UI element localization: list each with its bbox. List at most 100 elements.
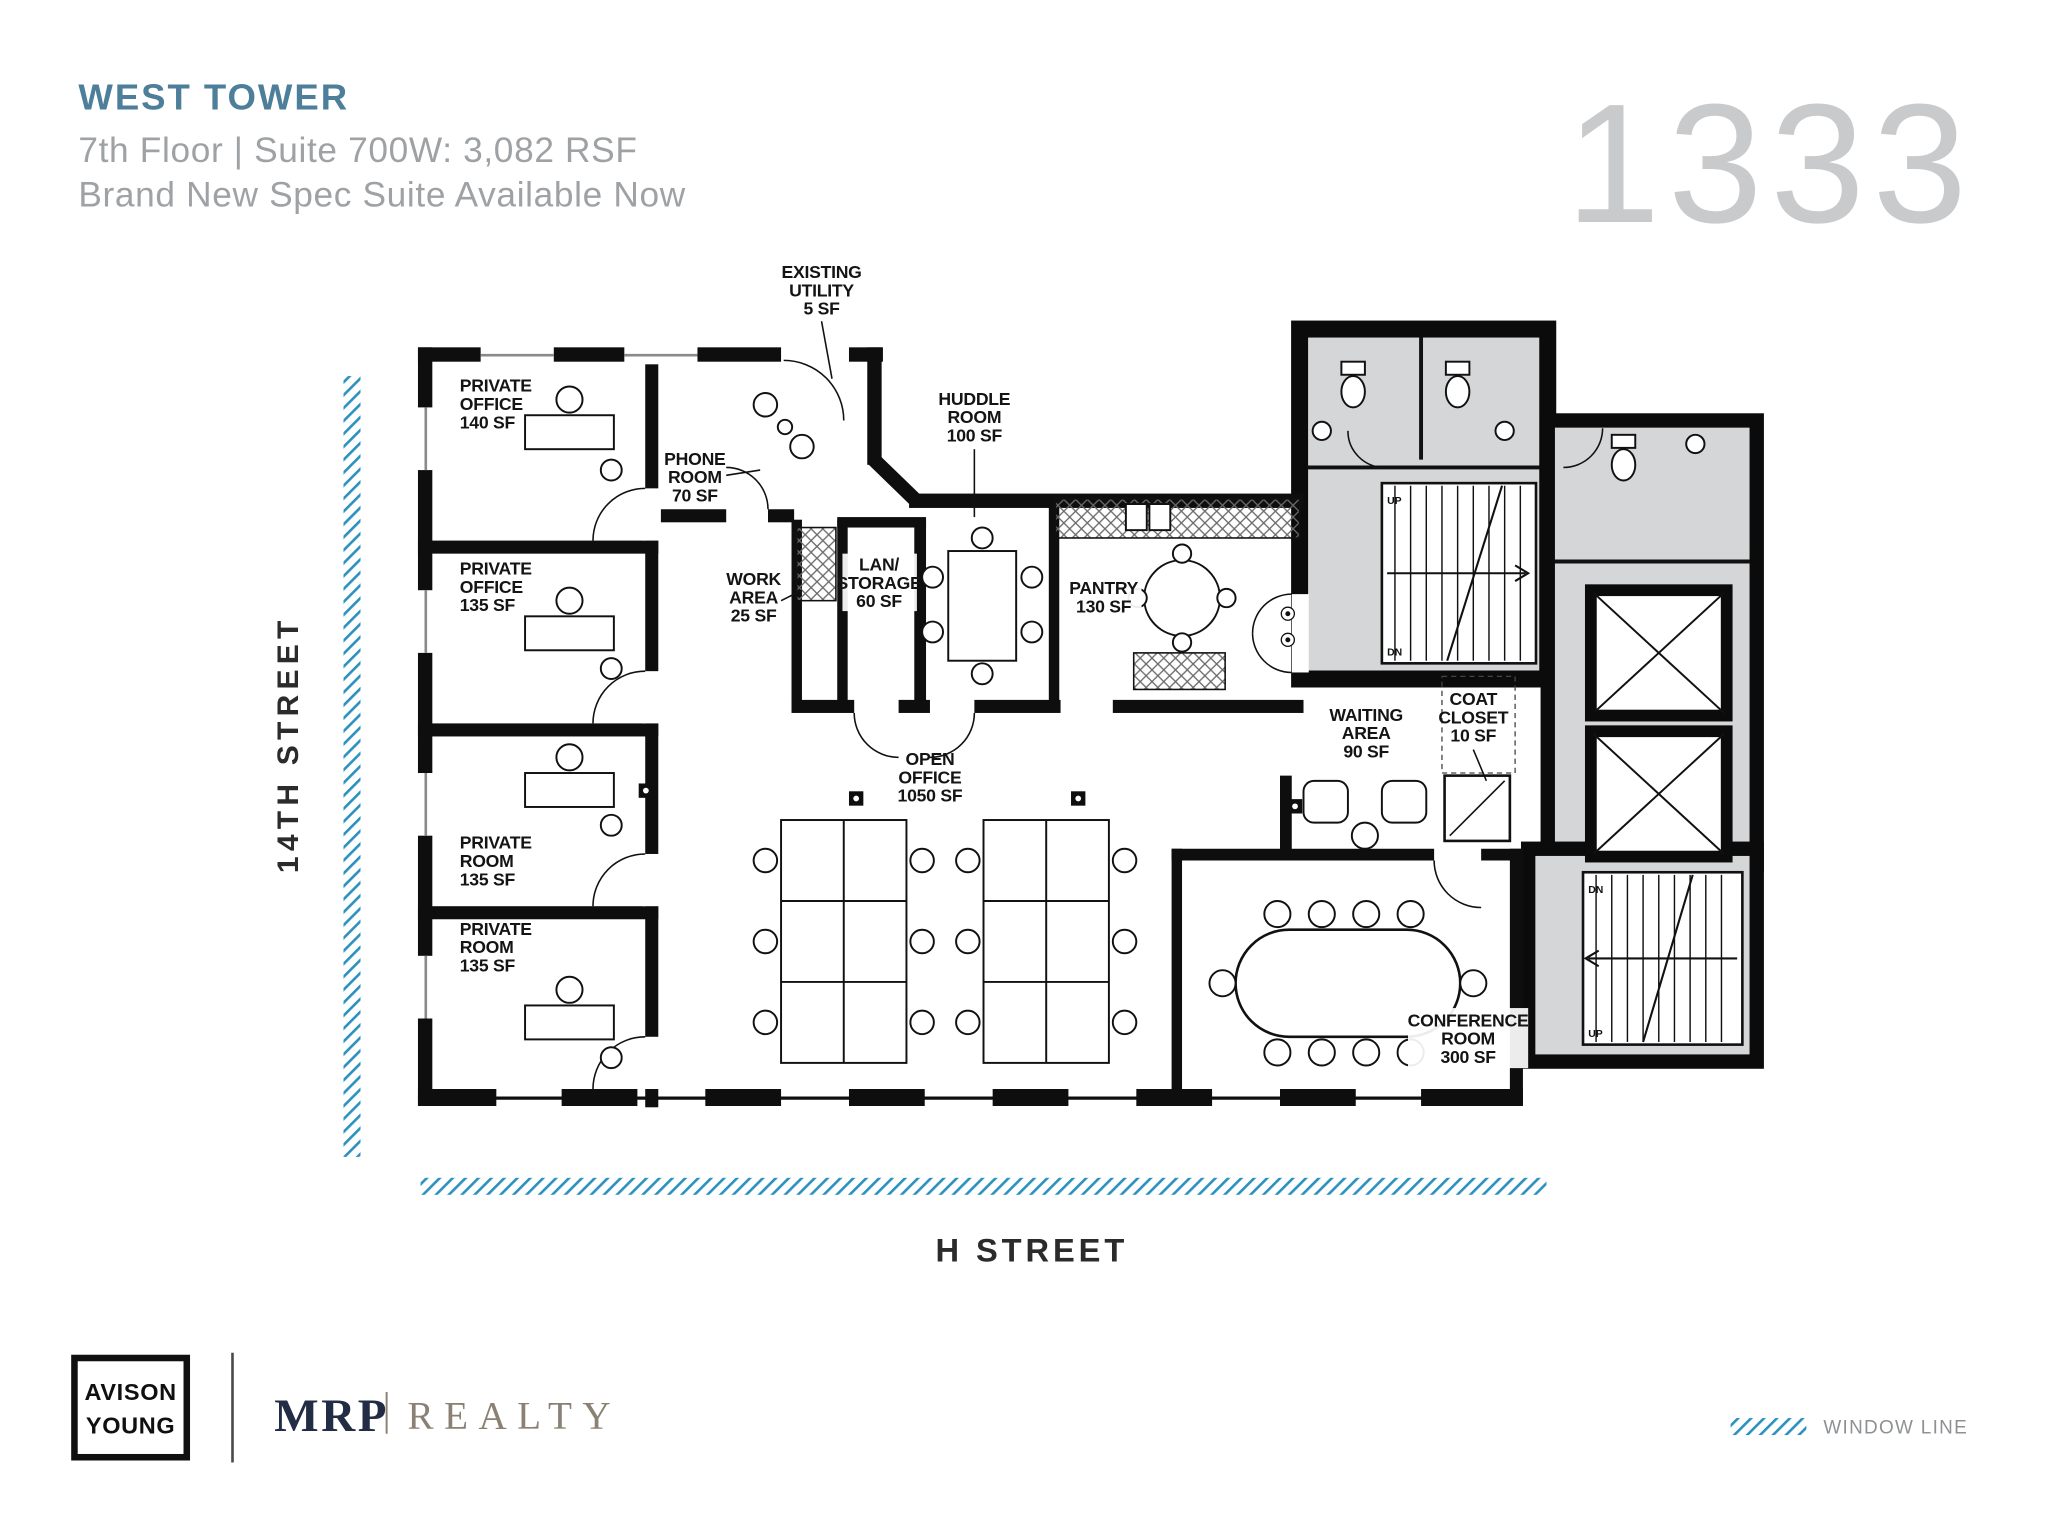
- svg-text:ROOM: ROOM: [947, 407, 1001, 427]
- svg-text:70 SF: 70 SF: [672, 485, 718, 505]
- label-conference-room: CONFERENCE ROOM 300 SF: [1408, 1010, 1530, 1067]
- wall-openings: [415, 344, 1482, 1090]
- window-lines: [343, 376, 1547, 1195]
- mrp-realty-logo: MRP REALTY: [274, 1390, 622, 1442]
- svg-text:10 SF: 10 SF: [1450, 726, 1496, 746]
- svg-text:OFFICE: OFFICE: [460, 577, 524, 597]
- office-4-furniture: [524, 975, 623, 1070]
- svg-text:300 SF: 300 SF: [1440, 1047, 1496, 1067]
- label-pantry: PANTRY 130 SF: [1069, 578, 1139, 616]
- phone-room-furniture: [752, 392, 815, 460]
- svg-text:PRIVATE: PRIVATE: [460, 376, 532, 396]
- office-3-furniture: [524, 743, 623, 837]
- door-arcs: [592, 359, 1482, 1090]
- label-phone-room: PHONE ROOM 70 SF: [664, 449, 726, 506]
- svg-text:LAN/: LAN/: [859, 555, 899, 575]
- window-line-label: WINDOW LINE: [1823, 1418, 1968, 1439]
- svg-text:WAITING: WAITING: [1329, 705, 1403, 725]
- wall-mounted-symbols: [638, 606, 1303, 814]
- label-private-office-1: PRIVATE OFFICE 140 SF: [460, 376, 533, 433]
- label-private-office-2: PRIVATE OFFICE 135 SF: [460, 559, 533, 616]
- svg-text:100 SF: 100 SF: [947, 425, 1003, 445]
- svg-text:135 SF: 135 SF: [460, 869, 516, 889]
- window-line-left: [343, 376, 361, 1157]
- stair-upper-dn-label: DN: [1387, 647, 1402, 658]
- core-door-arcs: [1347, 428, 1604, 469]
- svg-text:ROOM: ROOM: [668, 467, 722, 487]
- coat-closet: [1441, 675, 1516, 843]
- svg-text:25 SF: 25 SF: [731, 606, 777, 626]
- svg-text:PRIVATE: PRIVATE: [460, 833, 532, 853]
- footer: AVISON YOUNG MRP REALTY WINDOW LINE: [71, 1352, 1968, 1463]
- svg-text:COAT: COAT: [1450, 689, 1498, 709]
- svg-text:ROOM: ROOM: [460, 937, 514, 957]
- svg-text:5 SF: 5 SF: [803, 299, 840, 319]
- building-number: 1333: [1566, 68, 1975, 258]
- street-label-h: H STREET: [935, 1231, 1128, 1268]
- waiting-furniture: [1302, 779, 1428, 850]
- huddle-room-furniture: [921, 526, 1044, 686]
- stair-upper-up-label: UP: [1387, 496, 1402, 507]
- label-lan-storage: LAN/ STORAGE 60 SF: [837, 555, 923, 612]
- stair-lower: DN UP: [1581, 870, 1744, 1046]
- pantry-furniture: [1054, 498, 1301, 691]
- mrp-wordmark: MRP: [274, 1390, 389, 1442]
- restroom-fixtures: [1311, 360, 1706, 482]
- svg-text:OPEN: OPEN: [906, 749, 955, 769]
- label-huddle-room: HUDDLE ROOM 100 SF: [938, 389, 1011, 446]
- core-partitions: [1307, 336, 1751, 564]
- svg-text:CLOSET: CLOSET: [1438, 707, 1508, 727]
- svg-text:CONFERENCE: CONFERENCE: [1408, 1010, 1529, 1030]
- realty-wordmark: REALTY: [408, 1395, 622, 1438]
- avison-line2: YOUNG: [86, 1413, 175, 1439]
- svg-text:135 SF: 135 SF: [460, 595, 516, 615]
- stair-lower-dn-label: DN: [1588, 885, 1603, 896]
- svg-text:ROOM: ROOM: [460, 851, 514, 871]
- room-labels: PRIVATE OFFICE 140 SF PRIVATE OFFICE 135…: [460, 262, 1530, 1069]
- label-waiting-area: WAITING AREA 90 SF: [1329, 705, 1403, 762]
- svg-text:WORK: WORK: [726, 569, 781, 589]
- svg-text:PRIVATE: PRIVATE: [460, 559, 532, 579]
- office-1-furniture: [524, 385, 623, 482]
- svg-text:ROOM: ROOM: [1441, 1029, 1495, 1049]
- svg-text:60 SF: 60 SF: [856, 591, 902, 611]
- svg-text:90 SF: 90 SF: [1343, 741, 1389, 761]
- window-line-swatch: [1730, 1418, 1807, 1436]
- svg-text:135 SF: 135 SF: [460, 955, 516, 975]
- label-coat-closet: COAT CLOSET 10 SF: [1438, 689, 1509, 746]
- office-2-furniture: [524, 586, 623, 680]
- svg-text:STORAGE: STORAGE: [837, 573, 923, 593]
- availability-tagline: Brand New Spec Suite Available Now: [78, 175, 686, 214]
- suite-subtitle: 7th Floor | Suite 700W: 3,082 RSF: [78, 131, 637, 170]
- svg-text:EXISTING: EXISTING: [781, 262, 861, 282]
- label-open-office: OPEN OFFICE 1050 SF: [898, 749, 964, 806]
- svg-text:PANTRY: PANTRY: [1069, 578, 1138, 598]
- window-line-bottom: [420, 1177, 1547, 1195]
- window-glazing: [424, 353, 698, 1019]
- open-office-bench-1: [752, 819, 935, 1064]
- elevator-x-marks: [1592, 592, 1725, 855]
- svg-text:PHONE: PHONE: [664, 449, 726, 469]
- label-work-area: WORK AREA 25 SF: [726, 569, 782, 626]
- street-labels: 14TH STREET H STREET: [272, 616, 1128, 1269]
- building-title: WEST TOWER: [78, 77, 349, 118]
- avison-young-logo: AVISON YOUNG: [71, 1354, 191, 1461]
- svg-text:UTILITY: UTILITY: [789, 280, 854, 300]
- svg-text:1050 SF: 1050 SF: [898, 786, 963, 806]
- svg-text:AREA: AREA: [1342, 723, 1391, 743]
- open-office-bench-2: [955, 819, 1138, 1064]
- work-area-equipment: [795, 526, 837, 602]
- stair-upper: UP DN: [1380, 481, 1538, 665]
- svg-text:HUDDLE: HUDDLE: [938, 389, 1010, 409]
- label-private-room-1: PRIVATE ROOM 135 SF: [460, 833, 533, 890]
- svg-text:140 SF: 140 SF: [460, 412, 516, 432]
- svg-text:AREA: AREA: [729, 587, 778, 607]
- label-private-room-2: PRIVATE ROOM 135 SF: [460, 919, 533, 976]
- label-backers: [842, 553, 1529, 1069]
- label-existing-utility: EXISTING UTILITY 5 SF: [781, 262, 861, 319]
- svg-text:OFFICE: OFFICE: [898, 767, 962, 787]
- street-label-14th: 14TH STREET: [272, 616, 305, 874]
- avison-line1: AVISON: [84, 1379, 176, 1405]
